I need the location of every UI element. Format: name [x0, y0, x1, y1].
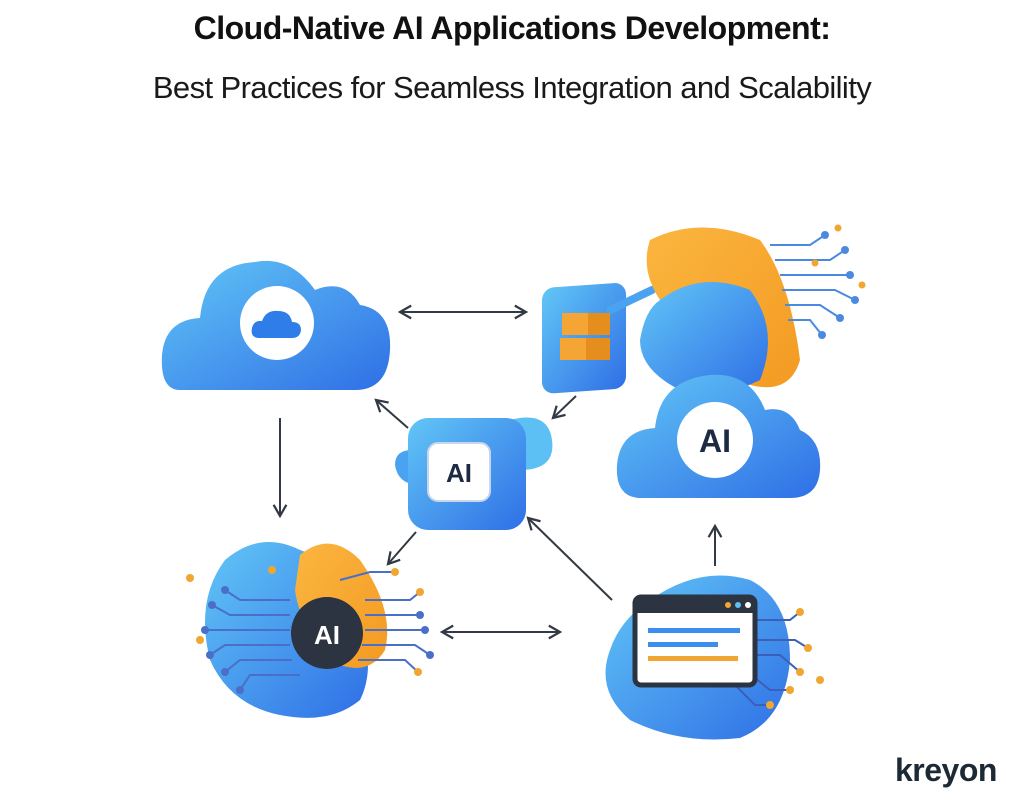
arrow-center-to-bottom-left — [386, 531, 417, 566]
circuit-node-top-right — [640, 224, 866, 394]
page-subtitle: Best Practices for Seamless Integration … — [152, 70, 872, 105]
ai-cloud-node-right: AI — [616, 374, 821, 498]
ai-label: AI — [314, 620, 340, 650]
kreyon-logo: kreyon — [895, 752, 997, 788]
arrow-app-to-center — [526, 516, 613, 601]
circuit-lines — [205, 571, 431, 691]
circuit-lines — [770, 234, 856, 336]
connector-arrows — [272, 304, 723, 640]
ai-label: AI — [699, 423, 731, 459]
ai-center-node[interactable]: AI — [395, 417, 553, 531]
ai-circuit-node-bottom-left: AI — [186, 542, 434, 718]
browser-window-icon — [632, 594, 758, 688]
app-window-node — [605, 575, 824, 740]
arrow-storage-to-center — [551, 395, 577, 420]
cloud-node-top-left — [161, 260, 391, 390]
boxes-icon — [560, 313, 610, 360]
cloud-icon — [251, 310, 301, 338]
arrow-center-to-cloud — [374, 398, 409, 429]
storage-node — [542, 283, 656, 394]
page-title: Cloud-Native AI Applications Development… — [193, 10, 831, 46]
ai-label: AI — [446, 458, 472, 488]
